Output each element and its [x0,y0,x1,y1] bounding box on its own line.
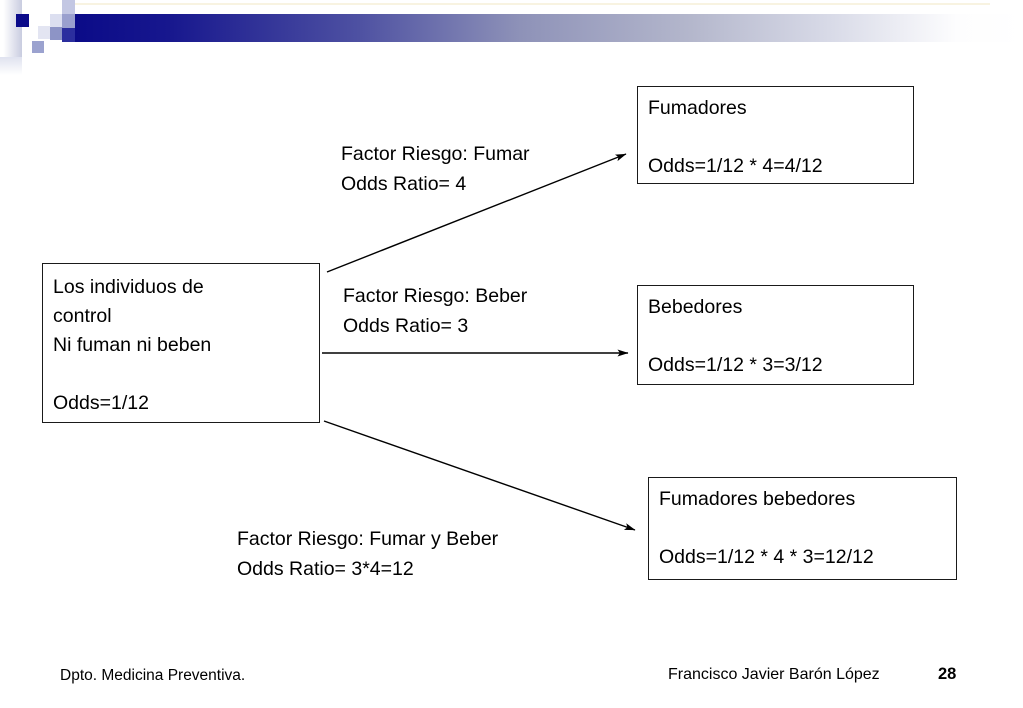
mosaic-square [62,14,75,28]
footer-department: Dpto. Medicina Preventiva. [60,667,246,684]
blank-line [53,360,309,389]
smokers-drinkers-box-odds: Odds=1/12 * 4 * 3=12/12 [659,546,874,568]
banner-bar [74,14,1023,42]
both-risk-label-line1: Factor Riesgo: Fumar y Beber [237,528,499,550]
blank-line [648,322,903,351]
banner-left-strip [0,0,22,58]
arrow-to-smokers-drinkers [323,420,636,531]
blank-line [648,123,903,152]
control-box-line: Los individuos de [53,276,204,298]
mosaic-square [16,14,29,27]
drinkers-box-odds: Odds=1/12 * 3=3/12 [648,354,823,376]
mosaic-square [50,14,63,27]
page-number: 28 [938,665,957,683]
smokers-box-odds: Odds=1/12 * 4=4/12 [648,155,823,177]
drinkers-box: Bebedores Odds=1/12 * 3=3/12 [637,285,914,385]
footer-author: Francisco Javier Barón López [668,666,880,683]
both-risk-label: Factor Riesgo: Fumar y Beber Odds Ratio=… [237,524,498,584]
mosaic-square [32,41,44,53]
control-box-odds: Odds=1/12 [53,392,149,414]
drinking-risk-label-line1: Factor Riesgo: Beber [343,285,528,307]
mosaic-square [62,28,75,42]
drinking-risk-label-line2: Odds Ratio= 3 [343,315,469,337]
control-box-line: Ni fuman ni beben [53,334,212,356]
mosaic-square [38,26,51,39]
drinking-risk-label: Factor Riesgo: Beber Odds Ratio= 3 [343,281,527,341]
mosaic-square [50,27,63,40]
both-risk-label-line2: Odds Ratio= 3*4=12 [237,558,414,580]
smokers-box: Fumadores Odds=1/12 * 4=4/12 [637,86,914,184]
drinkers-box-title: Bebedores [648,296,743,318]
smokers-drinkers-box-title: Fumadores bebedores [659,488,856,510]
smokers-box-title: Fumadores [648,97,747,119]
smokers-drinkers-box: Fumadores bebedores Odds=1/12 * 4 * 3=12… [648,477,957,580]
smoking-risk-label: Factor Riesgo: Fumar Odds Ratio= 4 [341,139,530,199]
smoking-risk-label-line2: Odds Ratio= 4 [341,173,467,195]
blank-line [659,514,946,543]
mosaic-square [62,0,75,14]
banner-cream-line [70,3,990,5]
control-box-line: control [53,305,112,327]
banner-left-strip-fade [0,57,22,75]
smoking-risk-label-line1: Factor Riesgo: Fumar [341,143,530,165]
control-box: Los individuos de control Ni fuman ni be… [42,263,320,423]
